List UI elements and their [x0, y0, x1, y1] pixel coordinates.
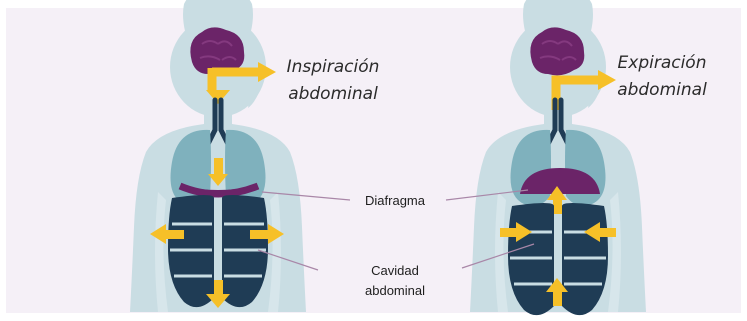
cavity-label-line1: Cavidad [340, 263, 450, 279]
inspiration-title-line2: abdominal [268, 84, 398, 105]
brain-icon [530, 27, 584, 75]
expiration-title-line1: Expiración [602, 53, 722, 74]
inspiration-title-line1: Inspiración [268, 57, 398, 78]
diaphragm-label: Diafragma [340, 193, 450, 209]
cavity-label-line2: abdominal [340, 283, 450, 299]
figure-inspiration [130, 0, 306, 312]
figure-expiration [470, 0, 646, 315]
expiration-title-line2: abdominal [602, 80, 722, 101]
